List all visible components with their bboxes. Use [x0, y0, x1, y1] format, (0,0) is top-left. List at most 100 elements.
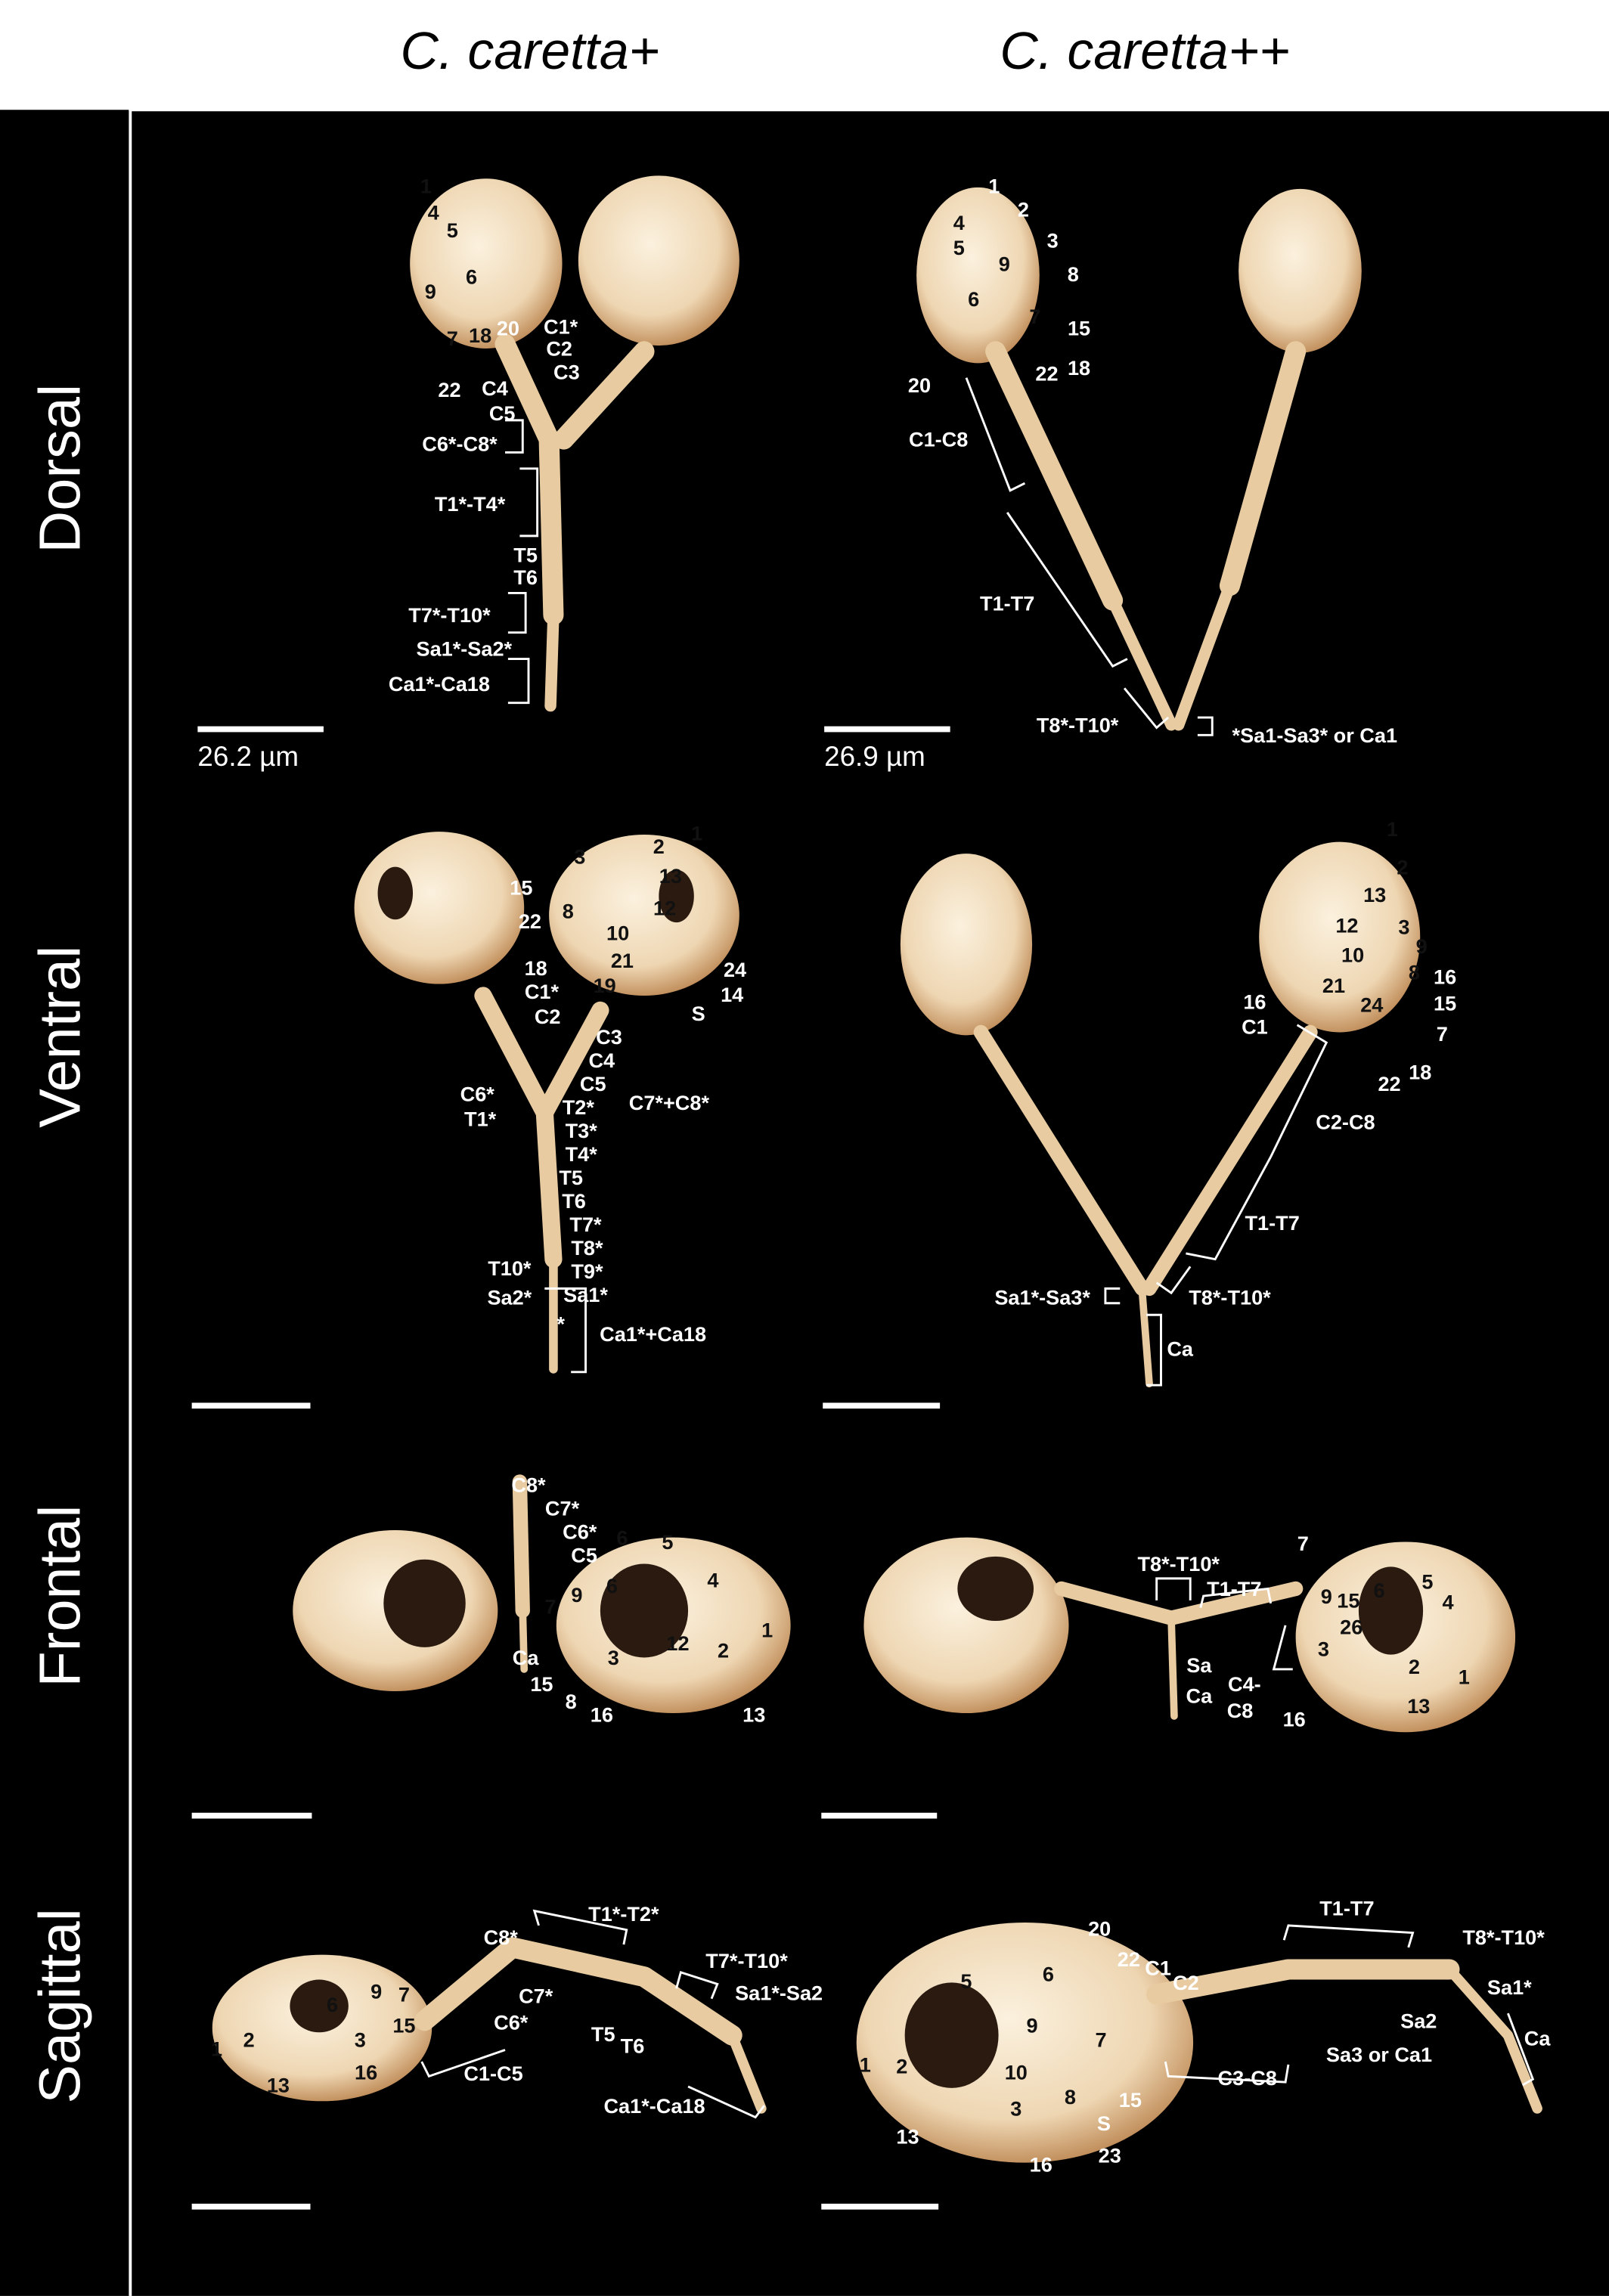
label-ventral-left: C6* — [460, 1082, 494, 1106]
label-ventral-left: C4 — [588, 1048, 615, 1072]
label-sagittal-left: 6 — [326, 1992, 339, 2016]
scale-bar-frontal-right — [821, 1812, 938, 1819]
label-frontal-left: 9 — [571, 1582, 583, 1607]
scale-bar-dorsal-right — [824, 726, 950, 733]
scale-bar-ventral-left — [191, 1402, 311, 1409]
label-frontal-right: 15 — [1337, 1588, 1360, 1613]
scale-bar-dorsal-left — [197, 726, 324, 733]
scale-bar-label-left: 26.2 µm — [197, 742, 299, 773]
label-frontal-left: 15 — [530, 1672, 553, 1696]
label-sagittal-left: C1-C5 — [463, 2062, 523, 2086]
label-ventral-left: C1* — [524, 979, 560, 1003]
label-frontal-left: 13 — [742, 1703, 766, 1727]
label-frontal-left: 3 — [607, 1645, 619, 1669]
label-frontal-right: C8 — [1226, 1698, 1254, 1722]
label-sagittal-left: 9 — [370, 1979, 383, 2003]
label-dorsal-right: 22 — [1035, 361, 1059, 386]
label-sagittal-left: T5 — [591, 2022, 615, 2046]
label-dorsal-left: 1 — [420, 174, 432, 198]
label-ventral-left: S — [691, 1001, 705, 1025]
label-ventral-left: T2* — [562, 1095, 594, 1119]
label-ventral-right: 7 — [1436, 1021, 1448, 1046]
figure-background — [0, 110, 1609, 2296]
scale-bar-ventral-right — [823, 1402, 941, 1409]
label-dorsal-right: *Sa1-Sa3* or Ca1 — [1232, 723, 1398, 747]
skull-dorsal-right-a — [916, 187, 1040, 364]
label-sagittal-right: 23 — [1098, 2143, 1121, 2167]
label-frontal-left: Ca — [512, 1645, 539, 1669]
label-ventral-right: Ca — [1167, 1337, 1193, 1361]
skull-dorsal-right-b — [1239, 188, 1362, 353]
label-ventral-left: 8 — [562, 899, 574, 923]
label-dorsal-left: 6 — [465, 265, 478, 289]
label-dorsal-left: 7 — [446, 326, 458, 350]
label-frontal-right: 5 — [1421, 1569, 1434, 1594]
label-ventral-left: 1 — [691, 821, 703, 845]
label-sagittal-right: 3 — [1010, 2096, 1022, 2121]
label-ventral-left: T3* — [565, 1118, 597, 1142]
label-dorsal-left: Ca1*-Ca18 — [388, 671, 490, 696]
label-frontal-right: T1-T7 — [1207, 1576, 1262, 1600]
label-sagittal-right: T8*-T10* — [1462, 1925, 1545, 1949]
scale-bar-sagittal-right — [821, 2203, 939, 2210]
label-ventral-left: 22 — [518, 909, 542, 933]
label-frontal-left: C7* — [544, 1496, 580, 1520]
skulls — [212, 175, 1516, 2163]
label-frontal-right: Sa — [1186, 1653, 1212, 1677]
label-sagittal-right: 1 — [859, 2053, 871, 2077]
skull-ventral-right-a — [900, 854, 1033, 1036]
label-frontal-right: 7 — [1297, 1531, 1309, 1555]
label-dorsal-left: T1*-T4* — [434, 491, 506, 516]
label-frontal-left: 2 — [717, 1638, 730, 1662]
label-frontal-right: 6 — [1373, 1578, 1385, 1602]
label-frontal-right: 13 — [1407, 1693, 1431, 1718]
label-sagittal-right: Sa2 — [1400, 2009, 1437, 2033]
label-ventral-left: 21 — [610, 949, 634, 973]
label-dorsal-right: T1-T7 — [980, 591, 1035, 615]
label-dorsal-left: T5 — [513, 543, 538, 567]
label-sagittal-right: 10 — [1004, 2060, 1028, 2084]
label-dorsal-left: 18 — [469, 324, 492, 348]
label-sagittal-left: 7 — [398, 1982, 410, 2006]
label-ventral-right: 12 — [1335, 913, 1359, 937]
label-sagittal-right: 15 — [1118, 2087, 1142, 2112]
label-frontal-right: T8*-T10* — [1137, 1552, 1220, 1576]
label-sagittal-right: 8 — [1064, 2085, 1076, 2109]
label-ventral-right: Sa1*-Sa3* — [994, 1285, 1090, 1309]
label-dorsal-left: C2 — [546, 336, 573, 361]
frame-line-left — [129, 108, 132, 2296]
label-dorsal-right: C1-C8 — [908, 427, 969, 451]
label-frontal-left: 4 — [707, 1568, 719, 1592]
label-ventral-left: T5 — [559, 1165, 583, 1189]
column-header-caretta-plus: C. caretta+ — [400, 20, 660, 81]
frame-line-top — [129, 108, 1609, 112]
label-dorsal-right: 7 — [1029, 304, 1041, 328]
label-ventral-right: 15 — [1434, 991, 1457, 1015]
label-frontal-right: 9 — [1320, 1584, 1332, 1608]
scale-bar-sagittal-left — [191, 2203, 311, 2210]
label-ventral-left: C5 — [579, 1071, 606, 1095]
label-frontal-left: 8 — [565, 1690, 577, 1714]
label-sagittal-left: T6 — [620, 2034, 645, 2058]
orbits — [290, 866, 1424, 2088]
label-ventral-left: T1* — [464, 1107, 497, 1131]
label-dorsal-left: 4 — [427, 200, 439, 225]
label-dorsal-right: 6 — [968, 287, 980, 311]
label-frontal-right: 4 — [1442, 1590, 1454, 1614]
label-ventral-right: 16 — [1434, 965, 1457, 989]
label-sagittal-left: 2 — [243, 2028, 255, 2052]
label-frontal-left: 5 — [662, 1529, 674, 1554]
label-sagittal-left: C7* — [519, 1984, 553, 2008]
label-sagittal-left: 3 — [354, 2028, 366, 2052]
label-ventral-right: T1-T7 — [1245, 1210, 1300, 1235]
label-frontal-right: 26 — [1340, 1615, 1363, 1639]
label-frontal-left: C6* — [563, 1520, 597, 1544]
label-frontal-left: 6 — [616, 1526, 628, 1550]
label-sagittal-right: 9 — [1026, 2013, 1038, 2037]
skull-sagittal-right — [856, 1923, 1194, 2163]
label-ventral-left: 2 — [653, 834, 665, 858]
label-dorsal-right: 15 — [1067, 316, 1091, 340]
label-sagittal-right: S — [1096, 2111, 1111, 2135]
label-ventral-left: 13 — [659, 863, 682, 888]
